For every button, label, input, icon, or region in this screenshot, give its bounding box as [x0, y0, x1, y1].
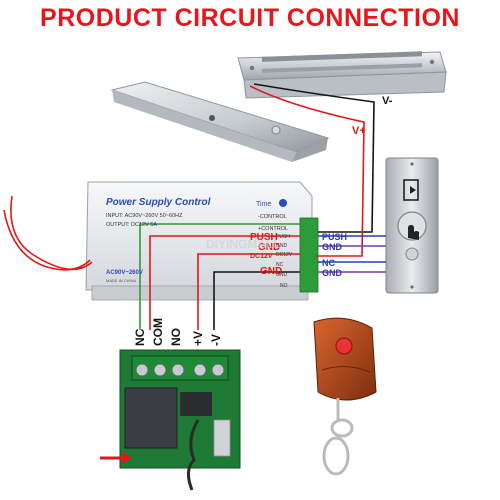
ps-ac-range: AC90V~260V	[106, 270, 143, 276]
watermark: DIYINGMALL	[206, 237, 281, 251]
wire-label-push: PUSH	[250, 232, 278, 243]
ps-input: INPUT: AC90V~260V 50~60HZ	[106, 213, 183, 219]
hand-press-icon	[408, 225, 419, 240]
exit-button	[385, 157, 439, 294]
screw-terminal-1	[153, 363, 167, 377]
ps-control-neg: -CONTROL	[258, 214, 287, 220]
wire-label-gnd: GND	[258, 242, 280, 253]
relay-pin-1: COM	[151, 318, 165, 346]
ps-time: Time	[256, 201, 271, 208]
relay-pin-2: NO	[169, 328, 183, 346]
btn-label-gnd: GND	[322, 242, 343, 252]
ps-term-gnd2: GND	[276, 272, 288, 278]
screw-terminal-3	[193, 363, 207, 377]
remote-key-fob	[313, 317, 377, 476]
wire-label-dc12v: DC12V	[250, 253, 273, 260]
relay-component	[124, 387, 178, 449]
screw-terminal-4	[211, 363, 225, 377]
relay-pin-3: +V	[191, 331, 205, 346]
ps-term-nc: NC	[276, 262, 284, 268]
fob-button	[335, 337, 353, 355]
relay-pin-4: -V	[209, 334, 223, 346]
lock-v-minus-label: V-	[382, 95, 393, 107]
ps-output: OUTPUT: DC12V 5A	[106, 222, 157, 228]
screw-terminal-0	[135, 363, 149, 377]
ps-term-push: PUSH	[276, 234, 290, 240]
relay-pin-labels: NC COM NO +V -V	[133, 318, 225, 377]
ps-control-pos: +CONTROL	[258, 226, 288, 232]
ps-name: Power Supply Control	[106, 197, 211, 208]
wires	[3, 83, 386, 464]
key-ring	[330, 418, 354, 438]
magnetic-lock	[237, 51, 447, 99]
lock-v-plus-label: V+	[352, 125, 366, 137]
relay-pin-0: NC	[133, 328, 147, 346]
armature-plate	[110, 81, 330, 162]
btn-label-gnd2: GND	[322, 268, 343, 278]
antenna-coil	[187, 419, 200, 491]
terminal-block	[299, 217, 319, 293]
page-title: PRODUCT CIRCUIT CONNECTION	[40, 4, 460, 32]
wire-label-gnd2: GND	[260, 266, 282, 277]
ps-term-dc12v: DC12V	[276, 252, 293, 258]
ps-made: MADE IN CHINA	[106, 278, 137, 283]
time-dial-icon	[279, 199, 287, 207]
btn-label-nc: NC	[322, 258, 335, 268]
screw-terminal-2	[171, 363, 185, 377]
btn-label-push: PUSH	[322, 232, 347, 242]
ps-term-gnd: GND	[276, 243, 288, 249]
ps-term-no: NO	[280, 283, 288, 289]
door-exit-icon	[403, 179, 419, 201]
